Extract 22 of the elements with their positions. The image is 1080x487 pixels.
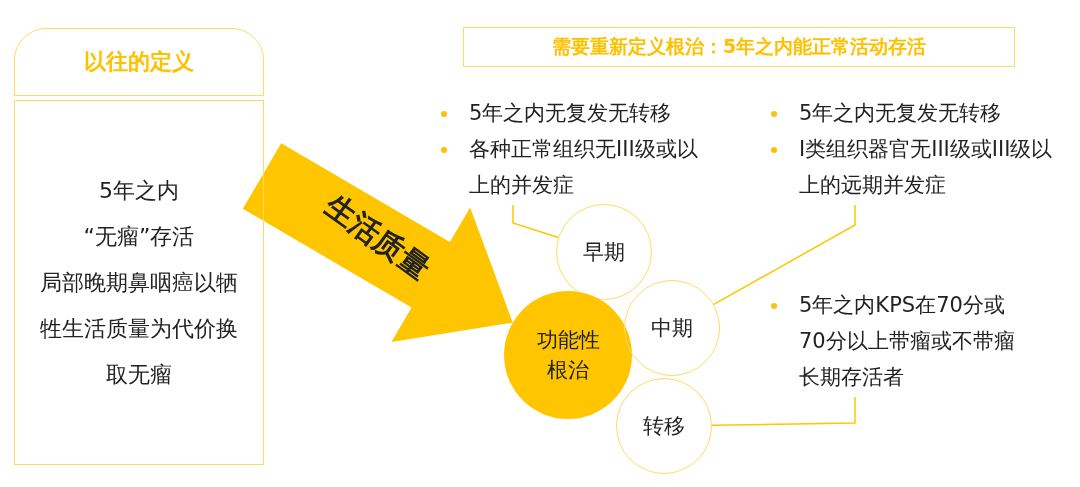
- definition-box: [14, 100, 264, 465]
- bullet-item: 各种正常组织无III级或以上的并发症: [435, 131, 705, 203]
- body-text: 5年之内: [98, 176, 180, 205]
- body-text: 局部晚期鼻咽癌以牺牲生活质量为代价换取无瘤: [39, 268, 239, 389]
- leader-line: [512, 204, 559, 239]
- circle-label: 功能性根治: [535, 327, 601, 384]
- body-text: “无瘤”存活: [82, 222, 196, 251]
- circle-label: 中期: [651, 315, 693, 342]
- bullet-item: 5年之内无复发无转移: [435, 95, 705, 131]
- leader-line: [711, 396, 856, 426]
- leader-line: [713, 204, 856, 306]
- heading-box: [14, 28, 264, 96]
- circle-label: 早期: [583, 239, 625, 266]
- circle-label: 转移: [643, 413, 685, 440]
- heading-text: 以往的定义: [84, 48, 194, 76]
- title-text: 需要重新定义根治：5年之内能正常活动存活: [551, 34, 927, 59]
- edge-label: 生活质量: [318, 186, 438, 288]
- title-box: [463, 27, 1015, 67]
- block-arrow: [242, 143, 513, 342]
- bullet-item: 5年之内KPS在70分或70分以上带瘤或不带瘤长期存活者: [765, 287, 1021, 395]
- bullet-item: 5年之内无复发无转移: [765, 95, 1059, 131]
- bullet-item: I类组织器官无III级或III级以上的远期并发症: [765, 131, 1059, 203]
